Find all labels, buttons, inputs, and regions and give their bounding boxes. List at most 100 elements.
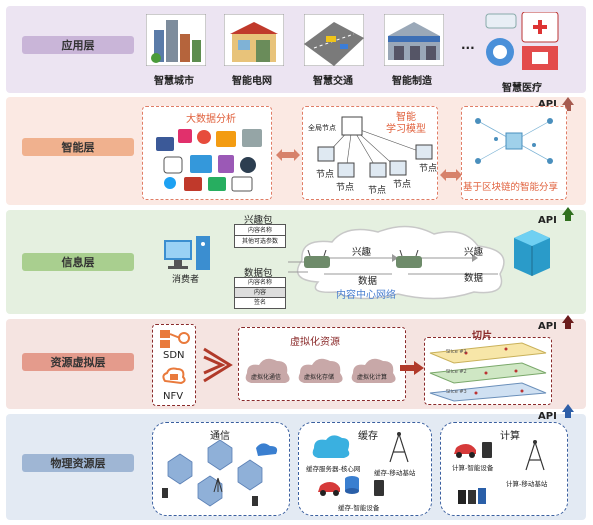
data-label-1: 数据	[358, 276, 378, 287]
router-icon	[304, 250, 330, 268]
car-icon	[318, 482, 340, 496]
smart-city-icon	[145, 13, 207, 67]
node-label-1: 节点	[316, 170, 335, 180]
cache-core-label: 缓存服务器-核心网	[306, 465, 361, 473]
double-right-arrow-icon	[203, 347, 233, 383]
compute-bs-label: 计算-移动基站	[506, 480, 548, 488]
cloud-label-comm: 虚拟化通信	[251, 374, 282, 381]
blockchain-sharing-label: 基于区块链的智能分享	[463, 182, 559, 193]
cloud-icon	[298, 358, 343, 383]
computer-icon	[164, 236, 210, 270]
layer-label-information: 信息层	[22, 253, 134, 271]
compute-device-label: 计算-智能设备	[452, 464, 494, 472]
data-row-signature: 签名	[253, 299, 266, 306]
layer-label-intelligence: 智能层	[22, 138, 134, 156]
up-arrow-icon	[562, 97, 574, 105]
api-label-info: API	[538, 215, 557, 226]
interest-label-2: 兴趣	[464, 247, 484, 258]
interest-row-name: 内容名称	[235, 225, 285, 236]
double-arrow-icon-2	[440, 169, 462, 181]
server-rack-icon	[458, 488, 486, 504]
app-item-ellipsis: ...	[461, 38, 475, 52]
node-label-3: 节点	[368, 186, 387, 196]
smart-manufacturing-icon	[383, 13, 445, 67]
node-label-2: 节点	[336, 183, 355, 193]
virtual-resources-title: 虚拟化资源	[290, 337, 340, 348]
cloud-icon	[351, 358, 396, 383]
data-label-2: 数据	[464, 273, 484, 284]
cellular-network-icon	[162, 440, 278, 507]
car-icon	[454, 444, 476, 458]
right-arrow-icon	[400, 361, 424, 375]
device-icon	[482, 442, 492, 458]
api-label-phys: API	[538, 411, 557, 422]
smart-traffic-icon	[303, 13, 365, 67]
global-node-label: 全局节点	[308, 124, 336, 132]
up-arrow-icon	[562, 315, 574, 323]
interest-packet-table: 内容名称 其他可选参数	[234, 224, 286, 248]
up-arrow-icon	[562, 404, 574, 412]
api-label-intel: API	[538, 99, 557, 110]
interest-packet-title: 兴趣包	[244, 215, 273, 226]
layer-label-physical: 物理资源层	[22, 454, 134, 472]
cloud-server-icon	[312, 435, 350, 458]
data-packet-table: 内容名称 内容 签名	[234, 277, 286, 309]
slice-label-3: Slice #3	[446, 389, 467, 395]
interest-row-optional: 其他可选参数	[241, 238, 278, 245]
cloud-icon	[245, 358, 290, 383]
cache-title: 缓存	[358, 431, 378, 442]
nfv-icon	[162, 367, 186, 385]
slicing-title: 切片	[472, 331, 492, 342]
virtualization-layer: 资源虚拟层 API SDN NFV 虚拟化资源 虚拟化通信 虚拟化存储 虚拟化计…	[6, 315, 586, 409]
sdn-label: SDN	[163, 350, 185, 361]
server-icon	[514, 230, 550, 276]
up-arrow-stem	[565, 323, 571, 329]
app-item-smart-city: 智慧城市	[154, 76, 194, 87]
layer-label-virtualization: 资源虚拟层	[22, 353, 134, 371]
up-arrow-stem	[565, 215, 571, 221]
app-item-smart-manufacturing: 智能制造	[392, 76, 432, 87]
node-label-4: 节点	[393, 180, 412, 190]
slice-label-2: Slice #2	[446, 369, 467, 375]
physical-resource-layer: 物理资源层 API 通信 缓存 缓存服务器-核心网 缓存-移动基站 缓存-智能设…	[6, 404, 586, 520]
app-item-smart-medical: 智慧医疗	[502, 83, 542, 94]
api-label-virt: API	[538, 321, 557, 332]
communication-title: 通信	[210, 431, 230, 442]
layer-label-application: 应用层	[22, 36, 134, 54]
app-item-smart-traffic: 智慧交通	[313, 76, 353, 87]
big-data-title: 大数据分析	[186, 114, 236, 125]
smart-grid-icon	[223, 13, 285, 67]
cell-tower-icon	[389, 432, 409, 463]
nfv-label: NFV	[163, 391, 184, 402]
up-arrow-icon	[562, 207, 574, 215]
slice-label-1: Slice #1	[446, 349, 467, 355]
interest-label-1: 兴趣	[352, 247, 372, 258]
application-layer: 应用层 智慧城市 智能电网 智慧交通 智能制造 ... 智慧医疗	[6, 6, 586, 94]
cloud-label-compute: 虚拟化计算	[357, 374, 388, 381]
network-slices	[429, 342, 547, 402]
cloud-label-storage: 虚拟化存储	[304, 374, 335, 381]
up-arrow-stem	[565, 105, 571, 111]
app-item-smart-grid: 智能电网	[232, 76, 272, 87]
neural-network-diagram	[317, 116, 433, 178]
learning-model-title: 智能 学习模型	[386, 112, 426, 135]
social-media-icons	[156, 127, 266, 193]
cell-tower-icon	[525, 440, 545, 471]
consumer-label: 消费者	[172, 275, 200, 285]
intelligence-layer: 智能层 API 大数据分析 全局节点 智能 学习模型 节点 节点 节点 节点 节	[6, 97, 586, 205]
double-arrow-icon	[276, 149, 300, 161]
compute-title: 计算	[500, 431, 520, 442]
ccn-label: 内容中心网络	[336, 290, 396, 301]
device-icon	[374, 480, 384, 496]
data-row-name: 内容名称	[235, 278, 285, 288]
data-packet-title: 数据包	[244, 268, 273, 279]
smart-medical-icon	[482, 11, 564, 74]
sdn-icon	[160, 330, 190, 348]
data-row-content: 内容	[235, 288, 285, 298]
router-icon	[396, 250, 422, 268]
blockchain-network-icon	[475, 118, 553, 164]
database-icon	[345, 476, 359, 494]
cache-device-label: 缓存-智能设备	[338, 504, 380, 512]
cache-box	[298, 422, 432, 516]
cache-bs-label: 缓存-移动基站	[374, 469, 416, 477]
